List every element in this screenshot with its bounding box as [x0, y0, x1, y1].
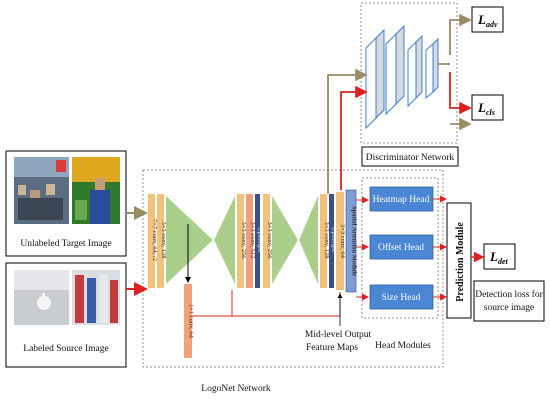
layer-upsample1-label: Upsample	[257, 227, 264, 253]
layer-conv4	[246, 194, 253, 288]
offset-head-label: Offset Head	[378, 242, 424, 253]
layer-skip-conv	[184, 284, 192, 358]
target-photo-speaker	[72, 157, 120, 224]
det-caption-box: Detection loss for source image	[473, 280, 545, 322]
det-loss-box: L det	[483, 243, 516, 270]
target-image-panel: Unlabeled Target Image	[5, 150, 127, 257]
prediction-module: Prediction Module	[446, 202, 472, 319]
size-head	[369, 284, 434, 310]
layer-conv2	[157, 194, 164, 288]
cls-loss-box: L cls	[471, 94, 504, 121]
discriminator-label: Discriminator Network	[366, 153, 455, 163]
layer-skip-label: 1×1 conv, 64	[188, 304, 195, 339]
layer-conv4-label: 3×3 conv, 512	[249, 221, 256, 258]
det-loss-symbol: L	[489, 249, 498, 264]
logonet-network-label: LogoNet Network	[201, 384, 271, 394]
encoder-block: 7×7 conv, 64, /2 3×3 conv, 128 3×3 conv,…	[148, 194, 273, 288]
cls-loss-subscript: cls	[486, 108, 495, 117]
offset-head	[369, 234, 434, 260]
layer-conv5-label: 3×3 conv, 256	[266, 221, 273, 259]
source-photo-bottles	[72, 270, 120, 325]
target-to-discriminator	[327, 68, 368, 194]
decoder-funnel-2	[299, 196, 318, 284]
layer-upsample2	[329, 194, 334, 288]
encoder-funnel-1	[166, 196, 213, 284]
head-modules-label: Head Modules	[375, 341, 431, 351]
decoder-funnel-1	[272, 196, 298, 284]
mid-level-label-2: Feature Maps	[306, 343, 358, 353]
encoder-funnel-2	[214, 196, 235, 284]
layer-conv2-label: 3×3 conv, 128	[160, 221, 167, 258]
prediction-module-label: Prediction Module	[455, 222, 466, 302]
layer-upsample1	[255, 194, 260, 288]
adv-loss-box: L adv	[471, 6, 504, 33]
discriminator-label-box: Discriminator Network	[361, 146, 459, 167]
heatmap-head-label: Heatmap Head	[373, 195, 430, 205]
target-photo-audience	[14, 157, 69, 224]
discriminator-network	[360, 2, 458, 144]
source-image-panel: Labeled Source Image	[5, 262, 127, 368]
target-image-label: Unlabeled Target Image	[20, 239, 111, 249]
det-caption-line2: source image	[484, 303, 534, 313]
layer-conv6	[320, 194, 327, 288]
det-caption-line1: Detection loss for	[475, 289, 543, 300]
layer-conv7	[336, 192, 344, 290]
layer-conv1-label: 7×7 conv, 64, /2	[151, 219, 158, 261]
source-image-label: Labeled Source Image	[23, 344, 108, 354]
mid-level-label-1: Mid-level Output	[305, 330, 372, 340]
layer-conv3	[237, 194, 244, 288]
cls-output-arrow	[449, 72, 472, 115]
layer-conv6-label: 3×3 conv, 128	[323, 221, 330, 258]
det-loss-subscript: det	[498, 257, 509, 266]
logonet-container	[142, 169, 444, 368]
spatial-attention-module	[345, 189, 357, 293]
layer-conv7-label: 3×3 conv, 64	[339, 224, 346, 259]
layer-conv5	[263, 194, 270, 288]
layer-conv3-label: 3×3 conv, 256	[240, 221, 247, 259]
spatial-attention-label: Spatial Attention Module	[351, 206, 358, 276]
cls-loss-symbol: L	[477, 100, 486, 115]
head-modules: Heatmap Head Offset Head Size Head Head …	[356, 177, 439, 351]
adv-loss-symbol: L	[477, 12, 486, 27]
adv-loss-subscript: adv	[486, 20, 498, 29]
size-head-label: Size Head	[382, 293, 421, 303]
source-photo-apple	[14, 270, 69, 325]
source-to-discriminator	[340, 85, 368, 190]
layer-upsample2-label: Upsample	[331, 227, 338, 253]
adv-output-arrow	[449, 13, 472, 55]
heatmap-head	[369, 186, 434, 212]
decoder-block: 3×3 conv, 128 Upsample 3×3 conv, 64 Spat…	[272, 189, 358, 293]
layer-conv1	[148, 194, 155, 288]
